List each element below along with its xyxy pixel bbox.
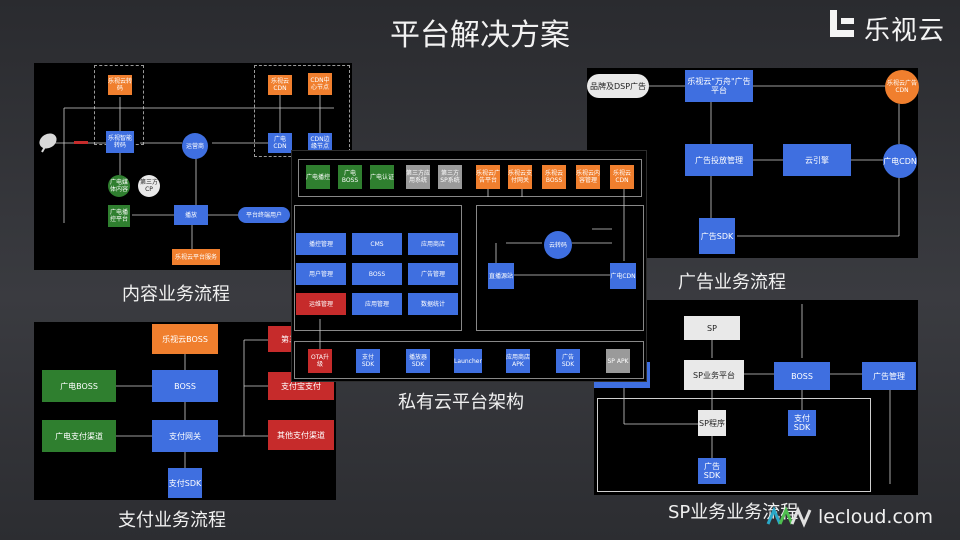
brand-name: 乐视云 [864,16,946,46]
pc-mid-cms[interactable]: CMS [352,233,402,255]
pc-top-third-app[interactable]: 第三方应用系统 [406,165,430,189]
pc-top-gd-boss[interactable]: 广电BOSS [338,165,362,189]
pc-mid-user-mgmt[interactable]: 用户管理 [296,263,346,285]
pc-mid-gd-cdn[interactable]: 广电CDN [610,263,636,289]
cf-node-gd-broadcast[interactable]: 广电播控平台 [108,205,130,227]
cf-node-third-cp[interactable]: 第三方CP [138,175,160,197]
pc-bot-ota[interactable]: OTA升级 [308,349,332,373]
pc-top-third-sp[interactable]: 第三方SP系统 [438,165,462,189]
lecloud-wave-icon [766,506,812,528]
sp-flow-panel: SP SP业务平台 BOSS 广告管理 SP程序 支付SDK 广告SDK [594,300,918,495]
satellite-dish-icon [39,133,57,153]
ad-node-delivery-mgmt[interactable]: 广告投放管理 [685,144,753,176]
pc-top-pay-gateway[interactable]: 乐视云支付网关 [508,165,532,189]
ad-node-wanzhou[interactable]: 乐视云"万舟"广告平台 [685,70,753,102]
cf-node-end-user[interactable]: 平台终端用户 [238,207,290,223]
pay-node-boss[interactable]: BOSS [152,370,218,402]
pc-mid-app-store[interactable]: 应用商店 [408,233,458,255]
pc-mid-stats[interactable]: 数据统计 [408,293,458,315]
sp-node-pay-sdk[interactable]: 支付SDK [788,410,816,436]
pc-top-lecloud-cdn[interactable]: 乐视云CDN [610,165,634,189]
pc-top-gd-auth[interactable]: 广电认证 [370,165,394,189]
pay-node-other-channel[interactable]: 其他支付渠道 [268,420,334,450]
pc-bot-store-apk[interactable]: 应用商店APK [506,349,530,373]
pay-node-pay-sdk[interactable]: 支付SDK [168,468,202,498]
pc-mid-cloud-transcode[interactable]: 云转码 [544,231,572,259]
pay-node-lecloud-boss[interactable]: 乐视云BOSS [152,324,218,354]
sp-node-sp-program[interactable]: SP程序 [698,410,726,436]
pc-mid-app-mgmt[interactable]: 应用管理 [352,293,402,315]
ad-node-gd-cdn[interactable]: 广电CDN [883,144,917,178]
brand-logo: 乐视云 [826,6,952,46]
pc-mid-live-origin[interactable]: 直播源站 [488,263,514,289]
pc-mid-boss[interactable]: BOSS [352,263,402,285]
slide-title: 平台解决方案 [390,18,570,53]
cf-node-play[interactable]: 播放 [174,205,208,225]
cf-node-cdn-edge[interactable]: CDN边缘节点 [308,133,332,153]
cf-node-operator[interactable]: 运营商 [182,133,208,159]
pc-bot-pay-sdk[interactable]: 支付SDK [356,349,380,373]
cf-node-gd-cdn[interactable]: 广电CDN [268,133,292,153]
ad-node-cloud-engine[interactable]: 云引擎 [783,144,851,176]
pc-bot-ad-sdk[interactable]: 广告SDK [556,349,580,373]
pc-bot-player-sdk[interactable]: 播放器SDK [406,349,430,373]
ad-node-brand-dsp[interactable]: 品牌及DSP广告 [587,74,649,98]
pc-top-content-mgmt[interactable]: 乐视云内容管理 [576,165,600,189]
caption-ad-flow: 广告业务流程 [678,272,786,293]
ad-node-ad-sdk[interactable]: 广告SDK [699,218,735,254]
ad-flow-panel: 品牌及DSP广告 乐视云"万舟"广告平台 乐视云广告CDN 广告投放管理 云引擎… [587,68,919,258]
cf-node-cdn-center[interactable]: CDN中心节点 [308,73,332,95]
pc-mid-broadcast-mgmt[interactable]: 播控管理 [296,233,346,255]
pc-mid-ad-mgmt[interactable]: 广告管理 [408,263,458,285]
cf-node-smart-transcode[interactable]: 乐视智能转码 [106,131,134,153]
lecloud-logo-icon [830,10,854,37]
pc-top-gd-broadcast[interactable]: 广电播控 [306,165,330,189]
sp-node-sp-platform[interactable]: SP业务平台 [684,360,744,390]
caption-sp-flow: SP业务业务流程 [668,502,799,523]
sp-node-ad-sdk[interactable]: 广告SDK [698,458,726,484]
caption-pay-flow: 支付业务流程 [118,510,226,531]
pc-top-lecloud-boss[interactable]: 乐视云BOSS [542,165,566,189]
pc-bot-sp-apk[interactable]: SP APK [606,349,630,373]
cf-node-lecloud-cdn[interactable]: 乐视云CDN [268,75,292,95]
sp-node-sp[interactable]: SP [684,316,740,340]
pay-node-gd-channel[interactable]: 广电支付渠道 [42,420,116,452]
sp-node-ad-mgmt[interactable]: 广告管理 [862,362,916,390]
caption-private-cloud: 私有云平台架构 [398,392,524,413]
sp-node-boss[interactable]: BOSS [774,362,830,390]
cf-node-platform-service[interactable]: 乐视云平台服务 [172,249,220,265]
pc-mid-ops-mgmt[interactable]: 运维管理 [296,293,346,315]
ad-node-lecloud-cdn[interactable]: 乐视云广告CDN [885,70,919,104]
pc-top-ad-platform[interactable]: 乐视云广告平台 [476,165,500,189]
pay-node-gd-boss[interactable]: 广电BOSS [42,370,116,402]
caption-content-flow: 内容业务流程 [122,284,230,305]
cf-node-gd-content[interactable]: 广电媒体内容 [108,175,130,197]
footer-url[interactable]: lecloud.com [818,506,934,528]
cf-node-transcode[interactable]: 乐视云转码 [108,75,132,95]
private-cloud-panel: 广电播控 广电BOSS 广电认证 第三方应用系统 第三方SP系统 乐视云广告平台… [291,150,647,382]
pay-node-gateway[interactable]: 支付网关 [152,420,218,452]
pc-bot-launcher[interactable]: Launcher [454,349,482,373]
